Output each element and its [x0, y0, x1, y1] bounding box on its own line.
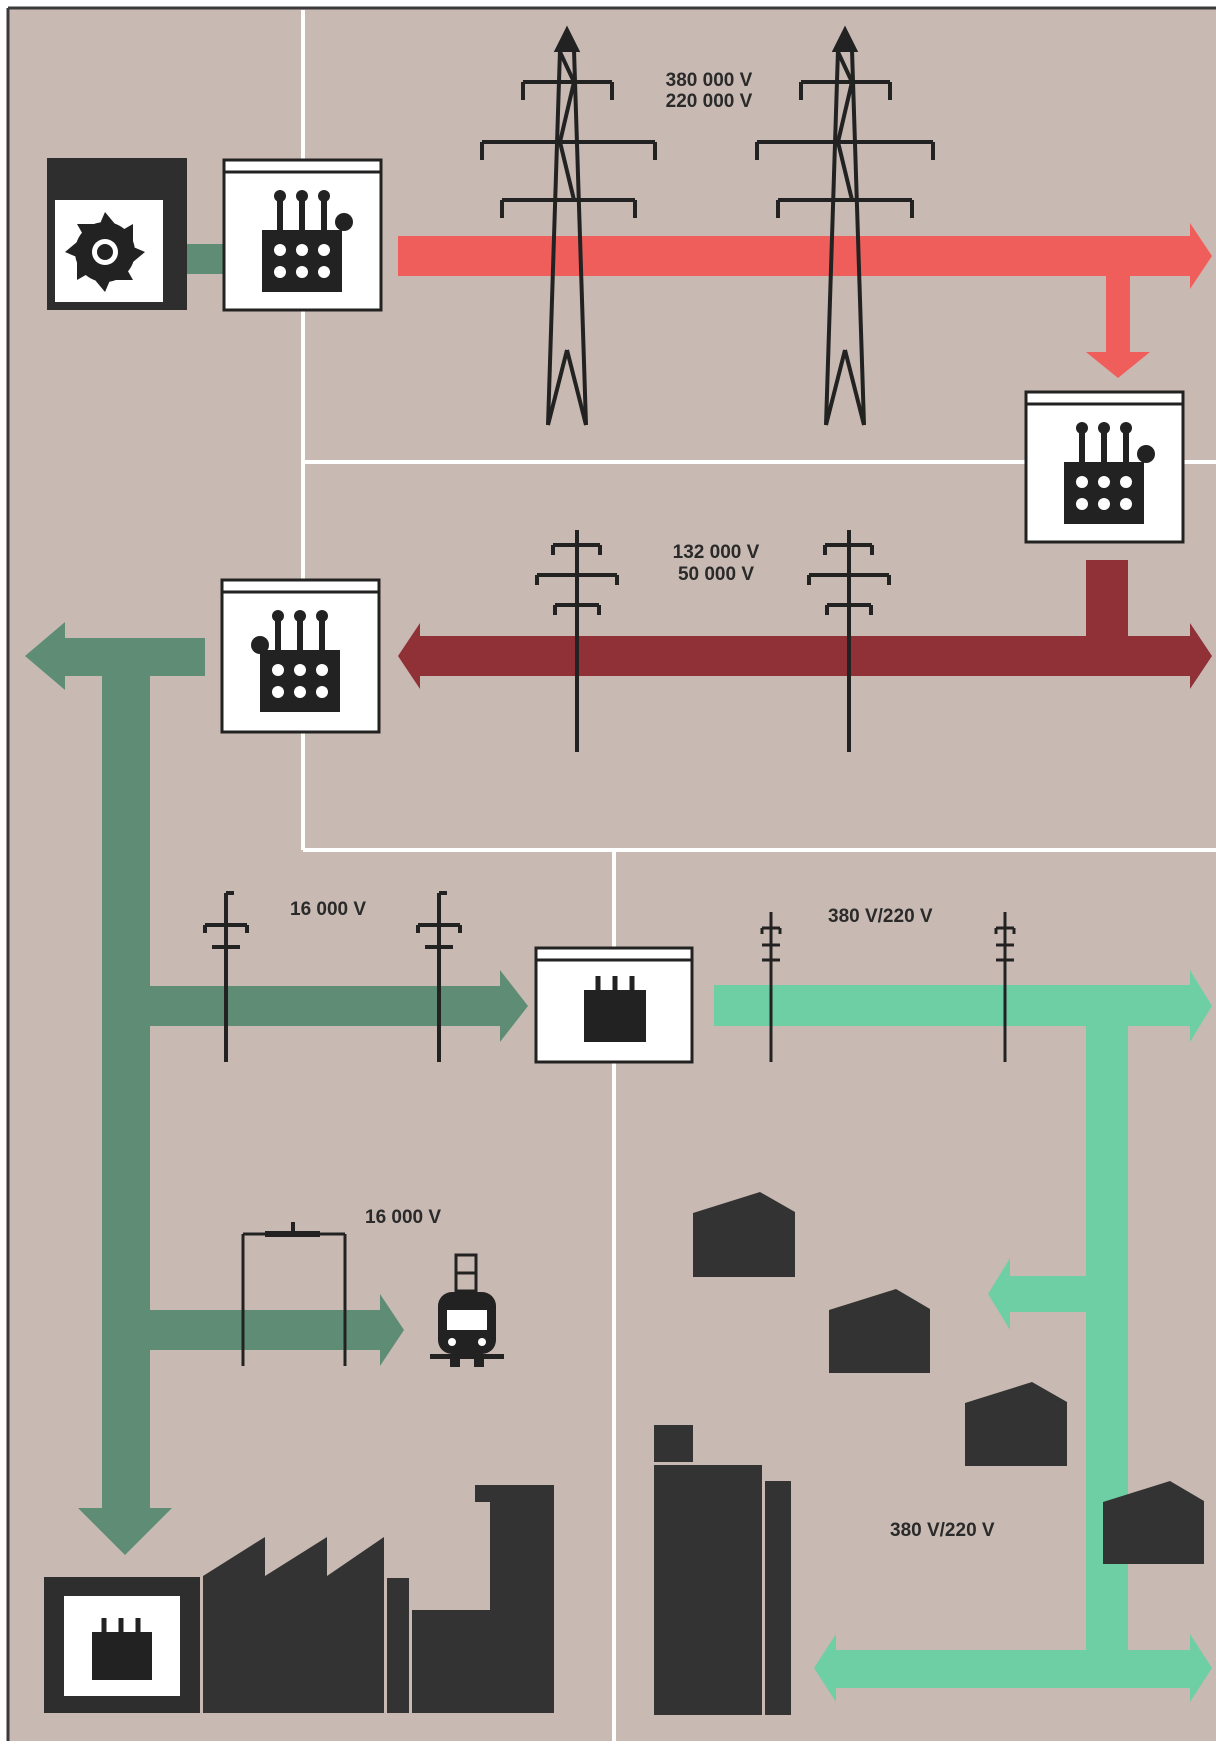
mv-arrow-to-transformer: [150, 970, 528, 1042]
pylon-icon: [755, 25, 935, 426]
label-16000v-railway: 16 000 V: [365, 1207, 441, 1228]
pole-icon: [760, 912, 782, 1062]
pole-icon: [535, 530, 619, 752]
turbine-generator-icon: [65, 212, 145, 292]
apartment-block-icon: [654, 1425, 791, 1715]
pole-icon: [807, 530, 891, 752]
label-132000v: 132 000 V: [673, 542, 760, 563]
transformer-icon: [44, 1577, 200, 1713]
house-icon: [1103, 1481, 1204, 1564]
substation-icon: [222, 158, 383, 312]
extra-high-voltage-line: [398, 223, 1212, 378]
hv-arrow: [398, 623, 1212, 689]
low-voltage-network: [714, 970, 1212, 1702]
substation-icon: [1024, 390, 1185, 544]
transformer-icon: [534, 946, 694, 1064]
mv-main-feeder: [25, 622, 205, 1555]
label-380-220v-bottom: 380 V/220 V: [890, 1520, 995, 1541]
label-50000v: 50 000 V: [678, 564, 754, 585]
train-icon: [430, 1253, 504, 1367]
label-220000v: 220 000 V: [666, 91, 753, 112]
mv-arrow-to-railway: [150, 1294, 404, 1366]
label-16000v-distribution: 16 000 V: [290, 899, 366, 920]
label-380000v: 380 000 V: [666, 70, 753, 91]
substation-icon: [220, 578, 381, 734]
generator-link: [187, 244, 225, 274]
hv-riser: [1086, 560, 1128, 638]
catenary-icon: [241, 1222, 347, 1366]
factory-icon: [203, 1485, 554, 1713]
power-plant: [47, 158, 225, 310]
house-icon: [693, 1192, 795, 1277]
ehv-down-arrow: [1086, 276, 1150, 378]
label-380-220v-top: 380 V/220 V: [828, 906, 933, 927]
pylon-icon: [480, 25, 657, 426]
pole-icon: [416, 891, 462, 1062]
medium-voltage-network: [25, 622, 528, 1555]
house-icon: [965, 1382, 1067, 1466]
high-voltage-line: [398, 560, 1212, 689]
house-icon: [829, 1289, 930, 1373]
pole-icon: [203, 891, 249, 1062]
ehv-arrow: [398, 223, 1212, 289]
lv-network-arrows: [714, 970, 1212, 1702]
pole-icon: [994, 912, 1016, 1062]
